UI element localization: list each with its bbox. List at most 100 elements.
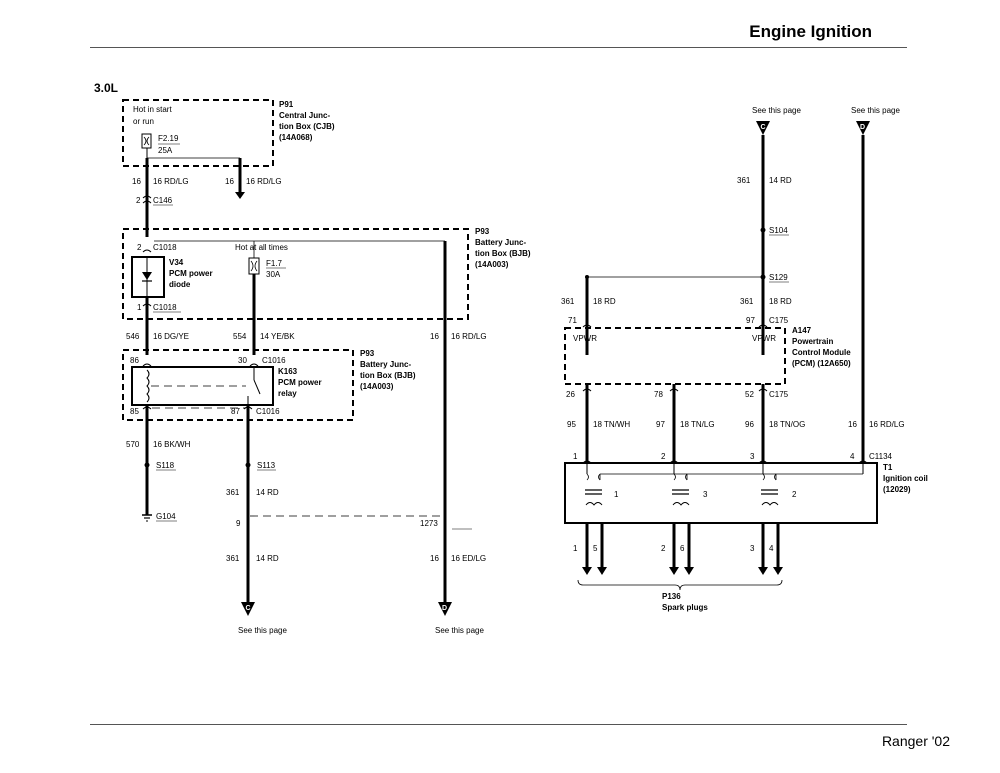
c146-pin: 2	[136, 196, 141, 205]
k163-relay-box	[131, 366, 274, 406]
spark-pin-6: 6	[680, 544, 685, 553]
c1016-bot-label: C1016	[256, 407, 280, 416]
wire-361-r-color: 18 RD	[769, 297, 792, 306]
wire-361-l: 361	[561, 297, 575, 306]
relay-pin-85: 85	[130, 407, 139, 416]
p91-hot-2: or run	[133, 117, 154, 126]
c1018-bot-pin: 1	[137, 303, 142, 312]
p93-relay-label-3: (14A003)	[360, 382, 394, 391]
offpage-d-top-letter: D	[860, 124, 865, 131]
offpage-connector-c-top-icon	[756, 121, 770, 135]
wire-361-top: 361	[737, 176, 751, 185]
wire-16-t1: 16	[848, 420, 857, 429]
wire-361-l-color: 18 RD	[593, 297, 616, 306]
fuse-f1-7-label: F1.7	[266, 259, 283, 268]
t1-pin-1: 1	[573, 452, 578, 461]
g104-label: G104	[156, 512, 176, 521]
spark-pin-2: 2	[661, 544, 666, 553]
relay-coil-icon	[146, 369, 150, 403]
coil-1-label: 1	[614, 490, 619, 499]
wire-97-color: 18 TN/LG	[680, 420, 715, 429]
p93-relay-label-2: tion Box (BJB)	[360, 371, 416, 380]
c1018-top-pin: 2	[137, 243, 142, 252]
offpage-d-bottom-letter: D	[442, 605, 447, 612]
a147-label-2: Control Module	[792, 348, 851, 357]
wire-361-b-color: 14 RD	[256, 554, 279, 563]
p93-bjb-relay-box	[122, 349, 354, 421]
t1-pin-3: 3	[750, 452, 755, 461]
p91-id: P91	[279, 100, 294, 109]
p136-bracket	[577, 579, 783, 591]
spark-pin-4: 4	[769, 544, 774, 553]
p91-label-2: tion Box (CJB)	[279, 122, 335, 131]
p93-relay-id: P93	[360, 349, 375, 358]
t1-ignition-coil-box	[564, 462, 878, 524]
wire-361-b: 361	[226, 554, 240, 563]
spark-pin-3: 3	[750, 544, 755, 553]
c146-label: C146	[153, 196, 173, 205]
wire-97: 97	[656, 420, 665, 429]
wire-96-color: 18 TN/OG	[769, 420, 805, 429]
a147-label-3: (PCM) (12A650)	[792, 359, 851, 368]
pcm-vpwr-left: VPWR	[573, 334, 597, 343]
s113-label: S113	[257, 461, 276, 470]
v34-label-2: diode	[169, 280, 191, 289]
see-this-page-c-bottom: See this page	[238, 626, 287, 635]
wire-570-color: 16 BK/WH	[153, 440, 191, 449]
c175-pin-97: 97	[746, 316, 755, 325]
t1-label-2: (12029)	[883, 485, 911, 494]
a147-label-1: Powertrain	[792, 337, 833, 346]
s118-label: S118	[156, 461, 175, 470]
engine-label: 3.0L	[94, 81, 118, 95]
see-this-page-d-top: See this page	[851, 106, 900, 115]
p93-relay-label-1: Battery Junc-	[360, 360, 411, 369]
wire-554-color: 14 YE/BK	[260, 332, 295, 341]
wire-554: 554	[233, 332, 247, 341]
header-rule	[90, 47, 907, 48]
wire-16-right: 16	[225, 177, 234, 186]
wire-96: 96	[745, 420, 754, 429]
v34-id: V34	[169, 258, 184, 267]
wire-16-bjb: 16	[430, 332, 439, 341]
relay-pin-30: 30	[238, 356, 247, 365]
coil-3-label: 3	[703, 490, 708, 499]
t1-pin-2: 2	[661, 452, 666, 461]
footer-text: Ranger '02	[881, 733, 950, 749]
c175-pin-52: 52	[745, 390, 754, 399]
fuse-f2-19-amp: 25A	[158, 146, 173, 155]
offpage-c-top-letter: C	[761, 124, 766, 131]
wire-361-a: 361	[226, 488, 240, 497]
v34-label-1: PCM power	[169, 269, 213, 278]
k163-label-2: relay	[278, 389, 297, 398]
offpage-connector-c-bottom-icon	[241, 602, 255, 616]
wire-16-bjb-color: 16 RD/LG	[451, 332, 487, 341]
p93-bjb-top-box	[122, 228, 469, 320]
see-this-page-c-top: See this page	[752, 106, 801, 115]
wire-361-r: 361	[740, 297, 754, 306]
p93-top-label-1: Battery Junc-	[475, 238, 526, 247]
coil-3-icon	[672, 473, 690, 506]
pin-9: 9	[236, 519, 241, 528]
page-title: Engine Ignition	[749, 22, 872, 41]
wire-361-a-color: 14 RD	[256, 488, 279, 497]
c175-pin-78: 78	[654, 390, 663, 399]
coil-2-label: 2	[792, 490, 797, 499]
wire-95-color: 18 TN/WH	[593, 420, 630, 429]
wire-16-t1-color: 16 RD/LG	[869, 420, 905, 429]
relay-pin-87: 87	[231, 407, 240, 416]
wire-16-left: 16	[132, 177, 141, 186]
wire-95: 95	[567, 420, 576, 429]
p91-hot-1: Hot in start	[133, 105, 172, 114]
offpage-connector-d-top-icon	[856, 121, 870, 135]
offpage-connector-d-bottom-icon	[438, 602, 452, 616]
p93-hot-label: Hot at all times	[235, 243, 288, 252]
pcm-vpwr-right: VPWR	[752, 334, 776, 343]
p136-id: P136	[662, 592, 681, 601]
coil-2-icon	[761, 473, 779, 506]
wire-16-right-color: 16 RD/LG	[246, 177, 282, 186]
p93-top-label-3: (14A003)	[475, 260, 509, 269]
c1134-label: C1134	[869, 452, 893, 461]
relay-pin-86: 86	[130, 356, 139, 365]
wire-546-color: 16 DG/YE	[153, 332, 189, 341]
